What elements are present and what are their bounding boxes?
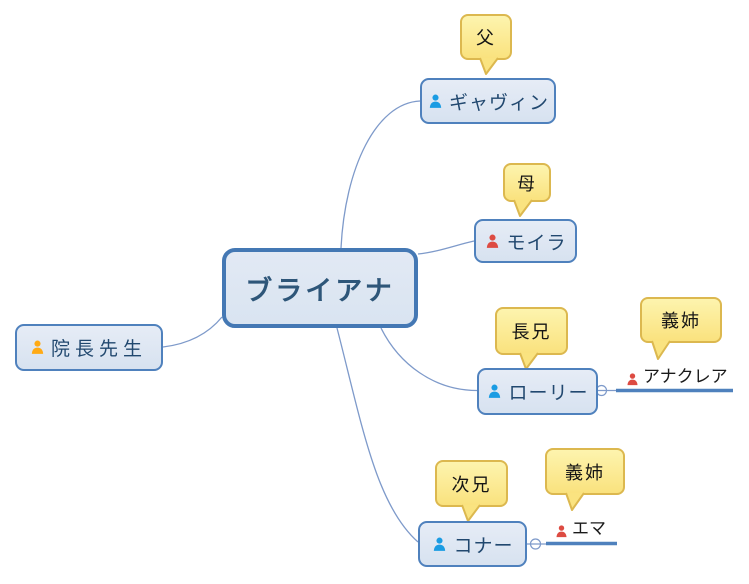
callout-second-brother[interactable]: 次兄 xyxy=(435,460,508,507)
connector-principal-root xyxy=(162,316,223,348)
callout-mother-tail xyxy=(513,199,533,217)
connector-root-gavin xyxy=(340,100,421,249)
connector-root-moira xyxy=(417,240,475,255)
root-topic[interactable]: ブライアナ xyxy=(222,248,418,328)
connector-root-connor xyxy=(336,327,419,543)
root-topic-label: ブライアナ xyxy=(245,275,395,306)
topic-rory[interactable]: ローリー xyxy=(477,368,598,415)
person-icon xyxy=(556,525,567,538)
topic-principal-label: 院長先生 xyxy=(50,339,147,360)
topic-principal[interactable]: 院長先生 xyxy=(15,324,163,371)
callout-father-tail xyxy=(479,57,499,75)
topic-emma-label: エマ xyxy=(572,519,606,538)
topic-rory-label: ローリー xyxy=(508,383,589,404)
callout-mother[interactable]: 母 xyxy=(503,163,551,202)
topic-emma[interactable]: エマ xyxy=(554,517,606,539)
topic-moira-label: モイラ xyxy=(506,232,567,254)
person-icon xyxy=(31,340,44,354)
connector-root-rory xyxy=(380,327,478,392)
topic-moira[interactable]: モイラ xyxy=(474,219,577,263)
person-icon xyxy=(429,94,442,108)
topic-anaclea[interactable]: アナクレア xyxy=(625,365,728,387)
topic-connor[interactable]: コナー xyxy=(418,521,527,567)
callout-sister-in-law-rory[interactable]: 義姉 xyxy=(640,297,722,343)
callout-father[interactable]: 父 xyxy=(460,14,512,60)
collapse-toggle-connor[interactable] xyxy=(529,538,542,550)
callout-sister-in-law-rory-tail xyxy=(651,340,671,360)
topic-connor-label: コナー xyxy=(453,535,514,557)
callout-sister-in-law-connor[interactable]: 義姉 xyxy=(545,448,625,495)
topic-gavin[interactable]: ギャヴィン xyxy=(420,78,556,124)
topic-gavin-label: ギャヴィン xyxy=(448,92,549,114)
person-icon xyxy=(489,384,501,398)
callout-eldest-brother[interactable]: 長兄 xyxy=(495,307,568,355)
person-icon xyxy=(627,373,638,386)
topic-anaclea-label: アナクレア xyxy=(643,367,728,386)
person-icon xyxy=(434,537,446,551)
callout-sister-in-law-connor-tail xyxy=(565,492,585,511)
person-icon xyxy=(487,234,499,248)
